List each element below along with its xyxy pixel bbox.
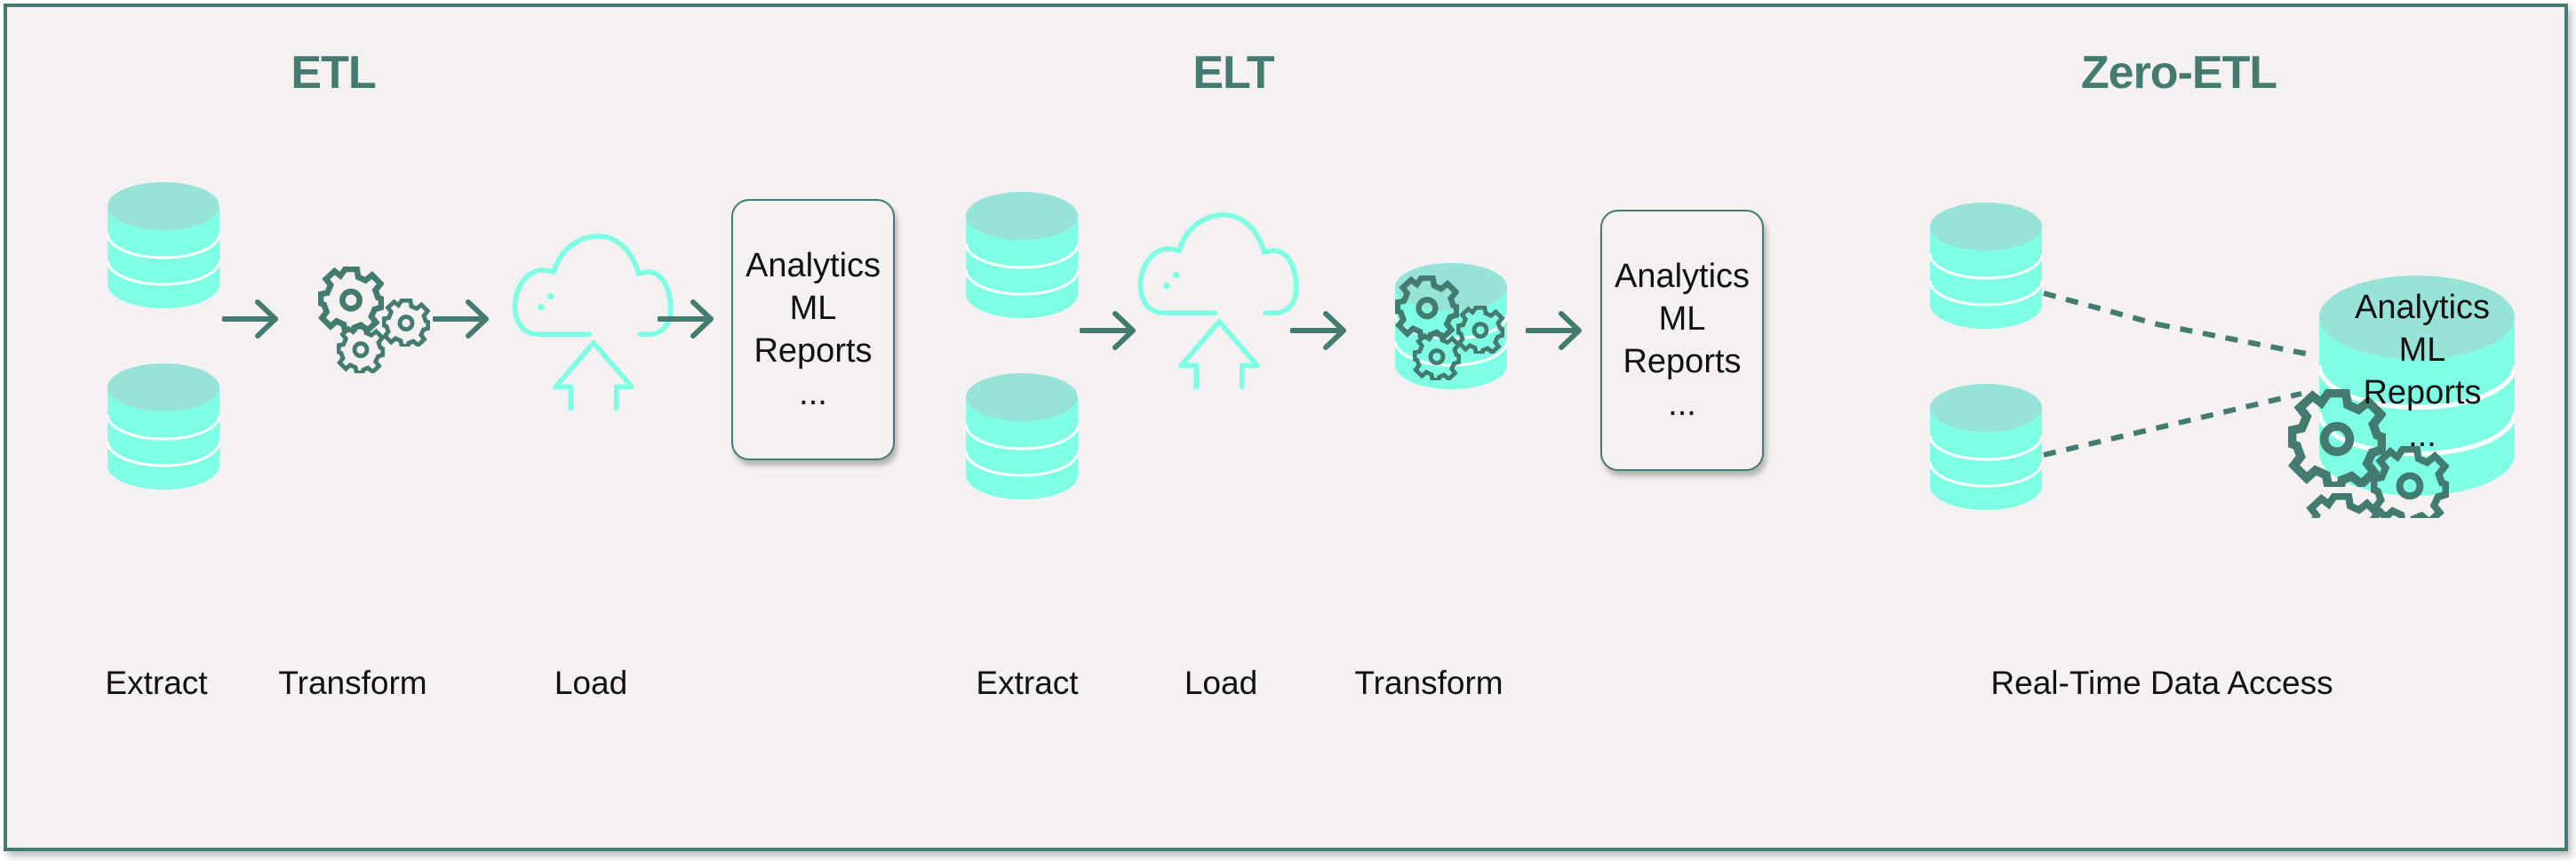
database-icon [108, 363, 219, 490]
step-label-etl-extract: Extract [105, 665, 208, 701]
arrow-right-icon [435, 302, 486, 336]
arrow-right-icon [1081, 314, 1133, 347]
destination-line: Reports [1623, 343, 1742, 380]
destination-line: Reports [754, 332, 873, 370]
cloud-upload-icon [514, 236, 670, 415]
arrow-right-icon [1527, 314, 1579, 347]
section-title-elt: ELT [1192, 47, 1274, 99]
arrow-right-icon [659, 302, 711, 336]
destination-line: Reports [2363, 374, 2482, 411]
step-label-etl-transform: Transform [278, 665, 427, 701]
step-label-elt-extract: Extract [976, 665, 1079, 701]
step-label-elt-load: Load [1184, 665, 1258, 701]
section-title-zero-etl: Zero-ETL [2080, 47, 2277, 99]
database-with-gears-icon [1395, 263, 1507, 389]
arrow-right-icon [224, 302, 275, 336]
dashed-connection-line [2157, 322, 2316, 358]
arrow-right-icon [1292, 314, 1344, 347]
destination-line: Analytics [745, 247, 881, 284]
destination-line: ML [2398, 331, 2446, 369]
step-label-real-time-data-access: Real-Time Data Access [1990, 665, 2333, 701]
gear-icon [339, 327, 383, 372]
database-icon [108, 182, 219, 308]
destination-line: ML [789, 290, 837, 327]
zero-etl-group [1930, 203, 2515, 572]
database-icon [1930, 203, 2042, 329]
destination-line: Analytics [2354, 289, 2491, 326]
step-label-etl-load: Load [554, 665, 628, 701]
database-icon [1930, 384, 2042, 510]
destination-line: ... [799, 375, 827, 412]
etl-group [108, 182, 711, 490]
gear-icon [384, 300, 428, 346]
elt-group [966, 192, 1579, 499]
gear-icon [321, 269, 381, 331]
destination-line: ... [1668, 386, 1696, 423]
database-icon [966, 373, 1078, 499]
destination-card-elt: Analytics ML Reports ... [1600, 210, 1764, 471]
destination-line: ML [1658, 300, 1706, 338]
destination-label-zero-etl: Analytics ML Reports ... [2307, 286, 2538, 457]
destination-line: ... [2408, 417, 2436, 454]
cloud-upload-icon [1140, 215, 1296, 394]
database-icon [966, 192, 1078, 318]
dashed-connection-line [2043, 291, 2158, 327]
destination-card-etl: Analytics ML Reports ... [731, 199, 895, 460]
step-label-elt-transform: Transform [1354, 665, 1503, 701]
diagram-frame [4, 4, 2568, 851]
gear-icon [2305, 497, 2379, 573]
destination-line: Analytics [1614, 258, 1751, 295]
gears-icon [321, 269, 428, 373]
dashed-connection-line [2043, 391, 2302, 458]
section-title-etl: ETL [291, 47, 376, 99]
